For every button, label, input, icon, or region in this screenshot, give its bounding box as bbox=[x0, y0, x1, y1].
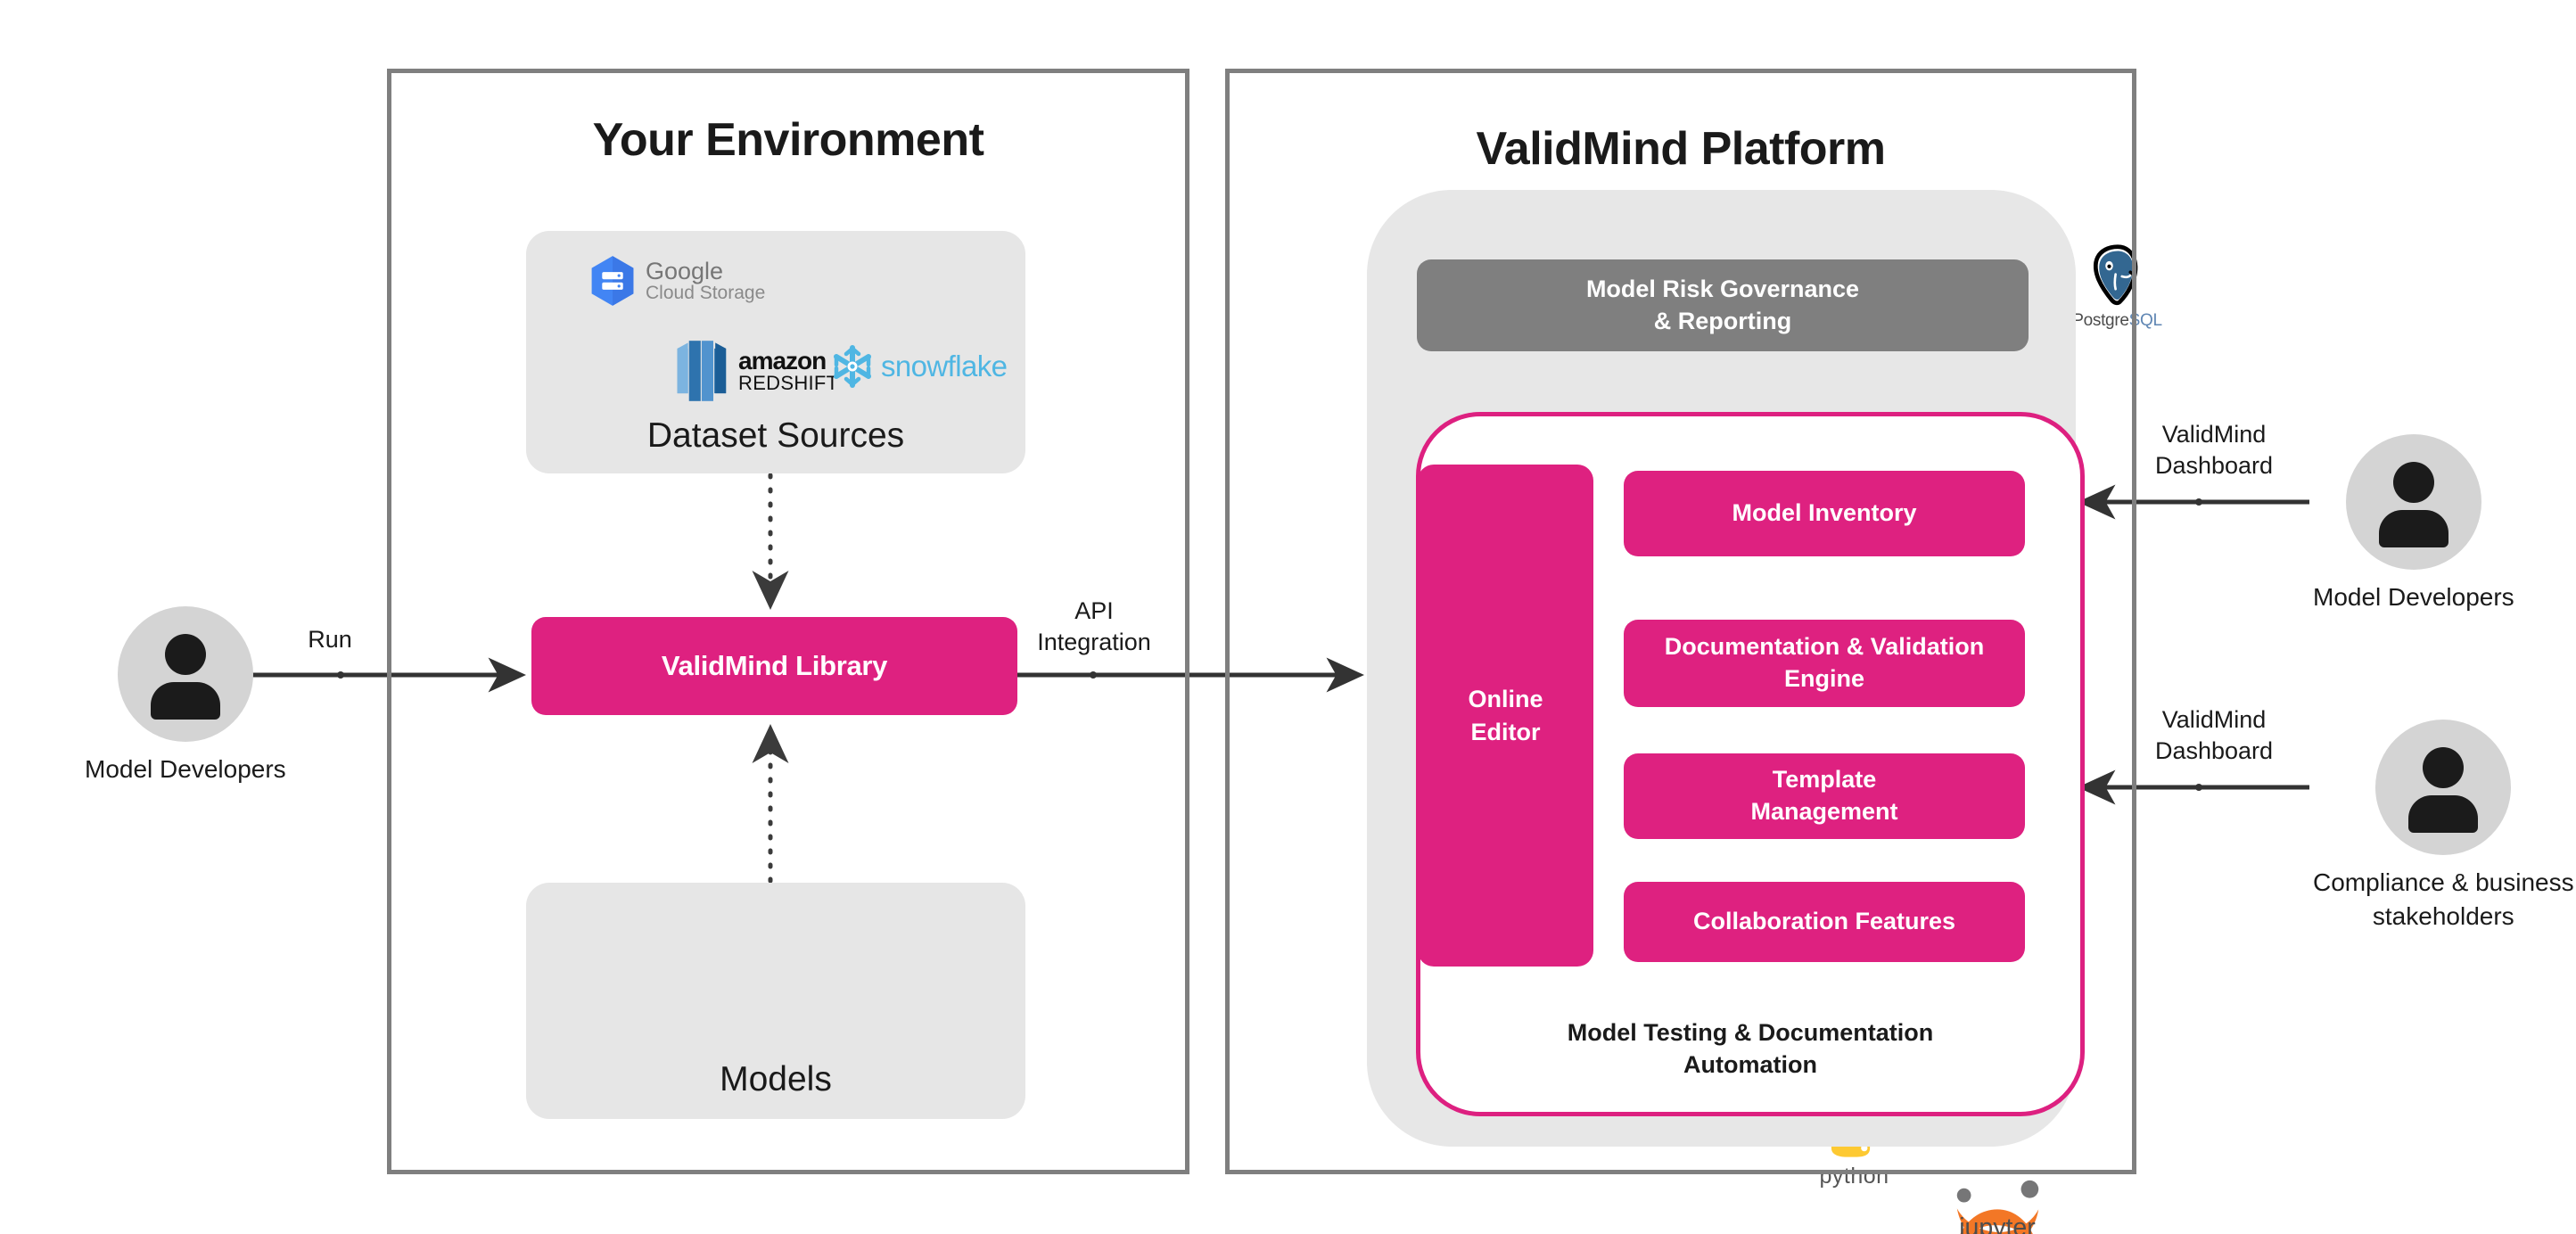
box-online-editor[interactable]: Online Editor bbox=[1418, 465, 1593, 967]
box-model-inventory[interactable]: Model Inventory bbox=[1624, 471, 2025, 556]
panel-validmind-platform: ValidMind Platform bbox=[1225, 69, 2136, 1174]
online-editor-line1: Online bbox=[1468, 686, 1543, 713]
panel-your-environment: Your Environment bbox=[387, 69, 1189, 1174]
card-models: Models bbox=[526, 883, 1025, 1119]
snowflake-caption: snowflake bbox=[881, 350, 1008, 383]
postgresql-logo: PostgreSQL bbox=[829, 243, 2576, 331]
snowflake-icon bbox=[834, 345, 871, 388]
label-model-testing-documentation-automation: Model Testing & Documentation Automation bbox=[1567, 1019, 1934, 1079]
redshift-label-line2: REDSHIFT bbox=[738, 371, 839, 394]
person-head bbox=[2392, 462, 2434, 503]
box-documentation-validation-engine[interactable]: Documentation & Validation Engine bbox=[1624, 620, 2025, 707]
box-collaboration-features[interactable]: Collaboration Features bbox=[1624, 882, 2025, 962]
person-body bbox=[2378, 510, 2448, 547]
person-icon bbox=[2345, 434, 2481, 570]
panel-title-your-environment: Your Environment bbox=[592, 114, 984, 166]
person-body bbox=[2408, 795, 2479, 833]
google-cloud-storage-hex-icon bbox=[591, 256, 634, 306]
postgresql-caption: PostgreSQL bbox=[2072, 311, 2162, 331]
actor-model-developers-left: Model Developers bbox=[85, 606, 286, 786]
actor-label-model-developers-left: Model Developers bbox=[85, 755, 286, 783]
gcs-label-line1: Google bbox=[646, 258, 724, 284]
jupyter-orbit-icon: jupyter bbox=[1956, 1180, 2038, 1234]
person-body bbox=[150, 682, 220, 720]
amazon-redshift-cluster-icon bbox=[677, 341, 727, 401]
box-model-risk-governance[interactable]: Model Risk Governance & Reporting bbox=[1417, 259, 2029, 351]
jupyter-logo: jupyter bbox=[709, 1172, 2576, 1234]
amazon-redshift-logo: amazon REDSHIFT bbox=[675, 339, 838, 403]
person-head bbox=[164, 634, 206, 675]
actor-label-model-developers-right: Model Developers bbox=[2313, 583, 2514, 611]
edge-label-dashboard-top: ValidMind Dashboard bbox=[2154, 421, 2274, 480]
actor-label-compliance-stakeholders: Compliance & business stakeholders bbox=[2313, 868, 2574, 930]
python-caption: python bbox=[1819, 1164, 1889, 1189]
postgresql-caption-a: Postgre bbox=[2072, 311, 2129, 330]
jupyter-wordmark: jupyter bbox=[1958, 1213, 2036, 1234]
actor-compliance-stakeholders: Compliance & business stakeholders bbox=[2313, 720, 2574, 934]
person-icon bbox=[117, 606, 253, 742]
box-template-management[interactable]: Template Management bbox=[1624, 753, 2025, 839]
snowflake-logo: snowflake bbox=[829, 343, 1008, 390]
actor-model-developers-right: Model Developers bbox=[2313, 434, 2514, 614]
gcs-label-line2: Cloud Storage bbox=[646, 283, 766, 303]
edge-label-run: Run bbox=[308, 626, 352, 653]
box-validmind-library[interactable]: ValidMind Library bbox=[531, 617, 1017, 715]
person-head bbox=[2423, 747, 2465, 788]
card-label-dataset-sources: Dataset Sources bbox=[646, 416, 905, 455]
edge-label-api-integration: API Integration bbox=[1037, 597, 1151, 656]
governance-line2: & Reporting bbox=[1653, 307, 1792, 334]
panel-title-validmind-platform: ValidMind Platform bbox=[1476, 123, 1886, 175]
person-icon bbox=[2375, 720, 2512, 855]
online-editor-line2: Editor bbox=[1470, 718, 1541, 745]
redshift-label-line1: amazon bbox=[738, 347, 827, 374]
edge-label-dashboard-bottom: ValidMind Dashboard bbox=[2154, 706, 2274, 765]
governance-line1: Model Risk Governance bbox=[1585, 276, 1860, 303]
google-cloud-storage-logo: Google Cloud Storage bbox=[588, 254, 765, 308]
postgresql-caption-b: SQL bbox=[2128, 311, 2162, 330]
card-label-models: Models bbox=[720, 1060, 832, 1098]
